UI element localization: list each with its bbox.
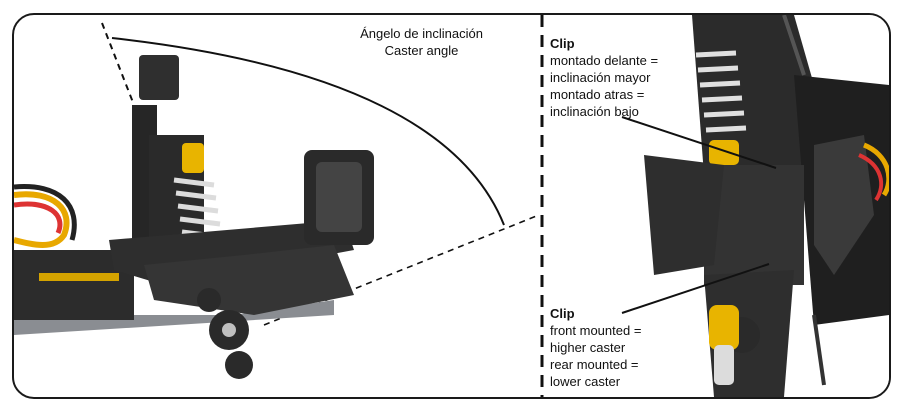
caption-english: Caster angle xyxy=(384,43,459,58)
clip-line: inclinación bajo xyxy=(550,104,639,119)
clip-title-english: Clip xyxy=(550,306,575,321)
clip-line: montado atras = xyxy=(550,87,645,102)
chassis-plate xyxy=(14,300,334,335)
clip-line: inclinación mayor xyxy=(550,70,651,85)
lower-arm xyxy=(144,245,354,315)
clip-label-spanish: Clip montado delante = inclinación mayor… xyxy=(550,35,658,120)
clip-line: lower caster xyxy=(550,374,621,389)
gold-rod xyxy=(39,273,119,281)
clip-line: higher caster xyxy=(550,340,626,355)
caster-arc xyxy=(111,37,505,226)
caster-photo xyxy=(14,15,889,397)
clip-label-english: Clip front mounted = higher caster rear … xyxy=(550,305,641,390)
clip-line: rear mounted = xyxy=(550,357,639,372)
clip-line: montado delante = xyxy=(550,53,659,68)
reference-dashed-line xyxy=(101,22,135,106)
clip-line: front mounted = xyxy=(550,323,642,338)
caption-spanish: Ángelo de inclinación xyxy=(360,26,483,41)
caster-angle-caption: Ángelo de inclinación Caster angle xyxy=(334,25,509,59)
clip-top-pointer xyxy=(621,116,777,169)
clip-title-spanish: Clip xyxy=(550,36,575,51)
right-spring xyxy=(695,50,747,133)
clip-bottom-pointer xyxy=(621,263,770,314)
diagram-frame: Ángelo de inclinación Caster angle Clip … xyxy=(12,13,891,399)
shock-cap xyxy=(182,143,204,173)
